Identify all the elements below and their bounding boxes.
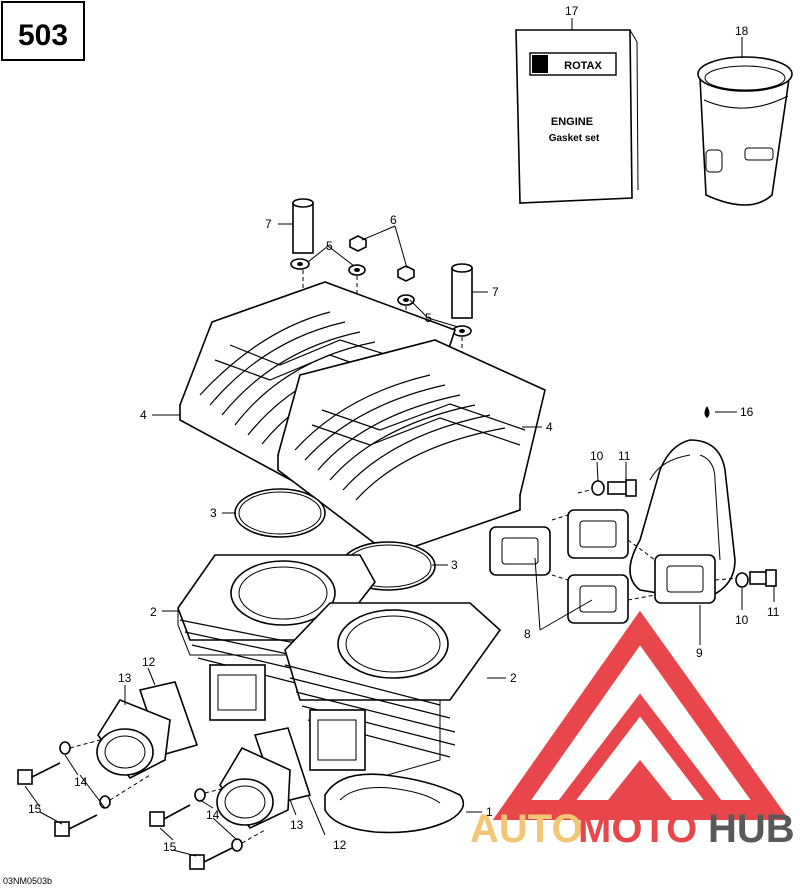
intake-bolt-2 xyxy=(54,814,98,837)
callout-3-left: 3 xyxy=(210,506,217,520)
callout-8: 8 xyxy=(524,627,531,641)
exhaust-washer-lower xyxy=(735,572,749,588)
callout-2-right: 2 xyxy=(510,671,517,685)
washer-left-2 xyxy=(348,264,366,276)
head-spacer-right xyxy=(451,263,473,319)
callout-18: 18 xyxy=(735,24,749,38)
page-number: 503 xyxy=(18,19,68,52)
watermark-text-auto: AUTO xyxy=(470,807,583,851)
intake-socket-right xyxy=(216,746,291,830)
nut-right xyxy=(397,265,415,282)
oil-drop-icon xyxy=(704,406,710,418)
callout-12-upper: 12 xyxy=(142,655,156,669)
callout-14-left: 14 xyxy=(74,775,88,789)
callout-6: 6 xyxy=(390,213,397,227)
exhaust-gasket-1 xyxy=(489,526,551,576)
washer-right-1 xyxy=(397,294,415,306)
page-number-box: 503 xyxy=(1,1,85,61)
watermark-logo: AUTO MOTO HUB xyxy=(470,610,795,851)
booklet-title: ENGINE xyxy=(551,116,593,128)
exhaust-bolt-upper xyxy=(607,479,637,497)
head-spacer-left xyxy=(292,198,314,254)
callout-10-upper: 10 xyxy=(590,449,604,463)
watermark-text-moto: MOTO xyxy=(578,807,697,851)
callout-17: 17 xyxy=(565,4,579,18)
callout-11-lower: 11 xyxy=(767,605,780,619)
washer-left-1 xyxy=(290,258,310,270)
intake-guide-lines xyxy=(69,739,266,844)
cylinder-sleeve xyxy=(697,56,793,206)
booklet-brand: ROTAX xyxy=(564,60,602,72)
callout-1: 1 xyxy=(486,805,493,819)
head-gasket-ring-left xyxy=(234,488,326,538)
callout-numbers: 1 2 2 3 3 4 4 5 5 6 7 7 8 9 10 10 11 11 … xyxy=(28,4,780,854)
callout-5-upper: 5 xyxy=(326,239,333,253)
exhaust-gasket-2 xyxy=(567,509,629,559)
callout-13-lower: 13 xyxy=(290,818,304,832)
callout-14-right: 14 xyxy=(206,808,220,822)
callout-9: 9 xyxy=(696,646,703,660)
washer-right-2 xyxy=(452,325,472,337)
callout-10-lower: 10 xyxy=(735,613,749,627)
watermark-text-hub: HUB xyxy=(708,807,795,851)
callout-13-upper: 13 xyxy=(118,671,132,685)
cylinder-right xyxy=(284,602,502,781)
exhaust-gasket-3 xyxy=(567,574,629,624)
exhaust-gasket-4 xyxy=(654,554,716,604)
callout-15-left: 15 xyxy=(28,802,42,816)
intake-bolt-4 xyxy=(189,847,233,870)
callout-7-right: 7 xyxy=(492,285,499,299)
callout-4-left: 4 xyxy=(140,408,147,422)
callout-11-upper: 11 xyxy=(618,449,631,463)
cylinder-head-right xyxy=(277,339,546,556)
booklet-subtitle: Gasket set xyxy=(549,133,600,144)
callout-2-left: 2 xyxy=(150,605,157,619)
callout-4-right: 4 xyxy=(546,420,553,434)
callout-leader-lines xyxy=(24,18,775,857)
nut-left xyxy=(349,235,367,252)
exhaust-washer-upper xyxy=(591,480,605,496)
callout-7-left: 7 xyxy=(265,217,272,231)
callout-5-lower: 5 xyxy=(425,311,432,325)
intake-socket-left xyxy=(96,699,171,780)
callout-3-right: 3 xyxy=(451,558,458,572)
diagram-code: 03NM0503b xyxy=(3,876,52,886)
exhaust-bolt-lower xyxy=(749,569,777,587)
base-gasket xyxy=(324,773,465,834)
gasket-set-booklet: ROTAX ENGINE Gasket set xyxy=(515,29,639,204)
intake-bolt-1 xyxy=(17,762,61,785)
callout-16: 16 xyxy=(740,405,754,419)
intake-bolt-3 xyxy=(149,804,191,827)
callout-12-lower: 12 xyxy=(333,838,347,852)
callout-15-right: 15 xyxy=(163,840,177,854)
